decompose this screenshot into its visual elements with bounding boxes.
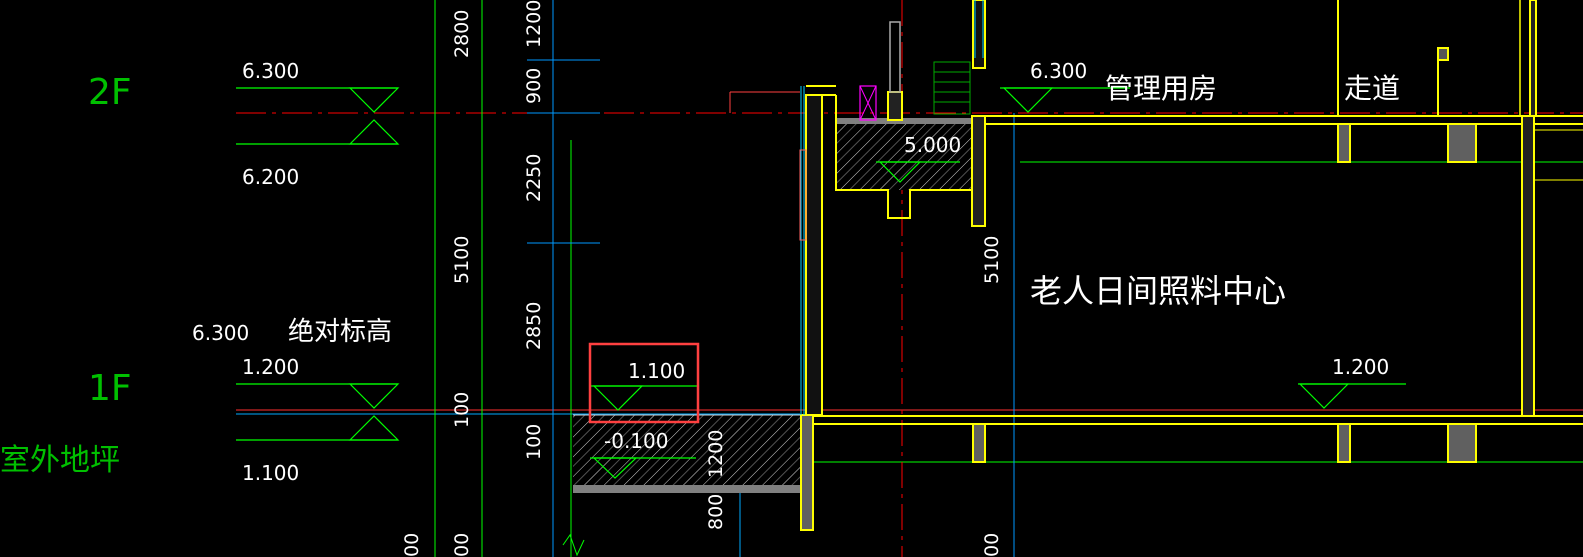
- highlight-box[interactable]: [588, 342, 700, 424]
- dim-1200-top: 1200: [523, 0, 545, 48]
- level-boxed: 1.100: [628, 359, 685, 383]
- dim-00-c: 00: [981, 533, 1003, 557]
- room-management: 管理用房: [1105, 72, 1217, 105]
- dimension-labels: 2800 1200 900 2250 5100 2850 100 100 120…: [401, 0, 1003, 557]
- level-right-top: 6.300: [1030, 59, 1087, 83]
- dim-1200-bottom: 1200: [705, 430, 727, 478]
- level-below: -0.100: [604, 429, 668, 453]
- level-window-sill: 5.000: [904, 133, 961, 157]
- room-corridor: 走道: [1344, 72, 1400, 105]
- level-left-top: 6.300: [242, 59, 299, 83]
- slabs: [573, 118, 972, 493]
- dim-5100-right: 5100: [981, 236, 1003, 284]
- level-right-f1: 1.200: [1332, 355, 1389, 379]
- dim-900: 900: [523, 68, 545, 104]
- dim-2800: 2800: [451, 10, 473, 58]
- details: [562, 0, 984, 557]
- level-left-f1: 1.200: [242, 355, 299, 379]
- dim-800: 800: [705, 494, 727, 530]
- left-elevation-markers: [236, 87, 400, 441]
- level-left-bottom: 1.100: [242, 461, 299, 485]
- dim-00-a: 00: [401, 533, 423, 557]
- absolute-elevation-label: 绝对标高: [288, 317, 392, 347]
- level-left-mid: 6.200: [242, 165, 299, 189]
- dim-100-b: 100: [523, 424, 545, 460]
- right-elevation-markers: [590, 87, 1406, 479]
- dim-100-a: 100: [451, 392, 473, 428]
- dim-2250: 2250: [523, 154, 545, 202]
- dim-2850: 2850: [523, 302, 545, 350]
- dim-5100-left: 5100: [451, 236, 473, 284]
- dim-00-b: 00: [451, 533, 473, 557]
- ground-label: 室外地坪: [0, 443, 120, 478]
- floor-label-2f: 2F: [88, 72, 132, 113]
- absolute-elevation-value: 6.300: [192, 321, 249, 345]
- room-daycare: 老人日间照料中心: [1030, 272, 1286, 310]
- floor-label-1f: 1F: [88, 368, 132, 409]
- structure-walls: [800, 0, 1583, 531]
